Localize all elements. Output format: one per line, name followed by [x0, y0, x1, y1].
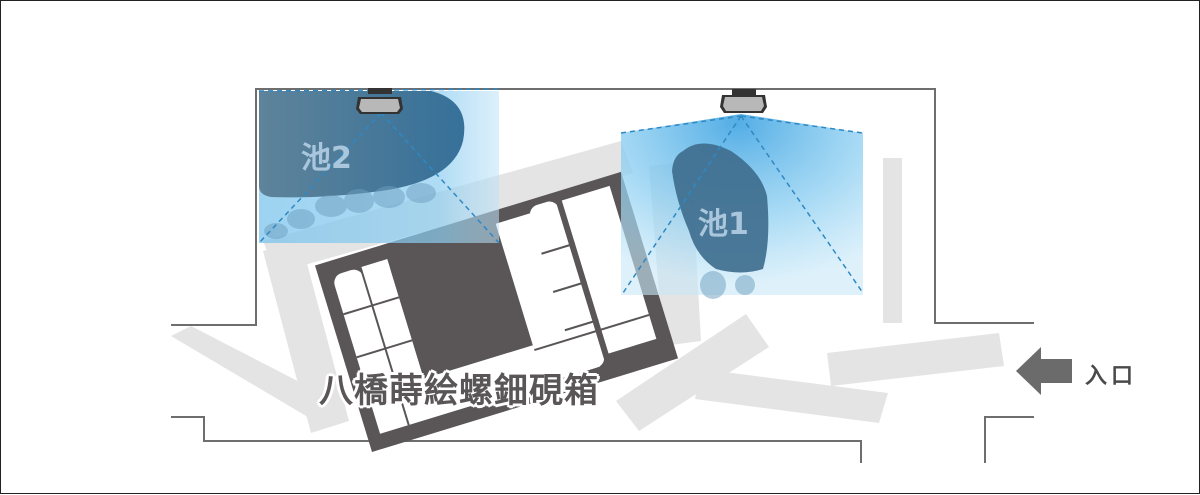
arrow-left-icon [1016, 347, 1072, 395]
pond-1-area [620, 114, 864, 299]
projector-1-icon [720, 89, 767, 113]
pond-2-label: 池2 [301, 141, 352, 176]
pond-1-label: 池1 [698, 207, 749, 242]
projector-2-icon [356, 88, 403, 114]
entrance-label: 入口 [1085, 364, 1138, 389]
pond-2-shape [259, 91, 465, 198]
pond-1-shape [672, 143, 769, 273]
exhibit-label: 八橋蒔絵螺鈿硯箱 [319, 371, 599, 411]
pond-2-area [258, 88, 500, 244]
walls [171, 88, 1034, 463]
